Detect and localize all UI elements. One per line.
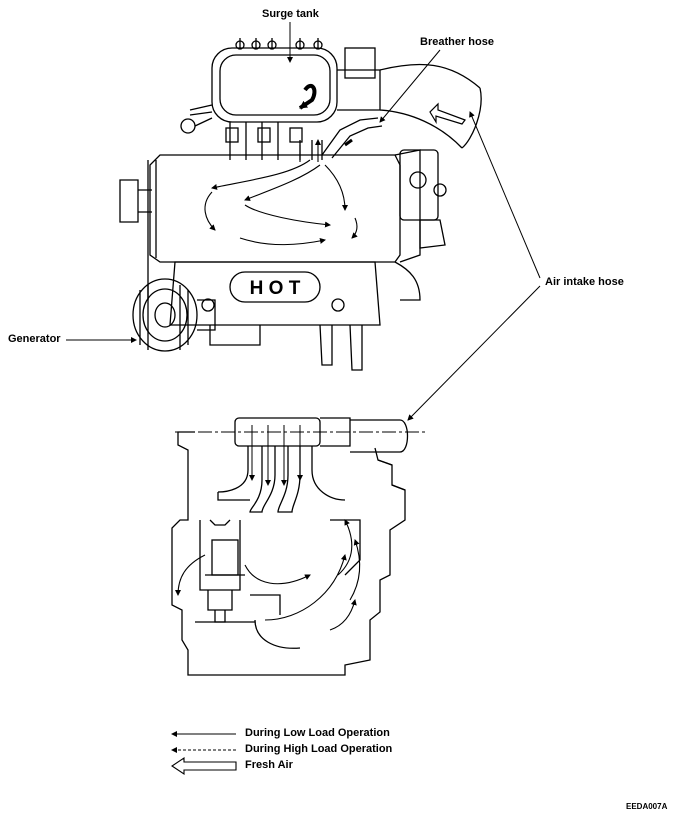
leader-lines [66, 22, 541, 421]
engine-block-outline [171, 431, 406, 676]
air-intake-hose-upper [379, 63, 482, 149]
air-intake-hose-label: Air intake hose [545, 276, 624, 288]
generator [132, 278, 216, 352]
legend-fresh-air-arrow [171, 756, 237, 776]
intake-runners-section [217, 446, 346, 513]
right-side-components [394, 149, 447, 301]
breather-hose [321, 117, 383, 159]
legend-fresh-air-label: Fresh Air [245, 759, 293, 771]
cross-section [171, 417, 425, 676]
left-bracket [119, 160, 152, 300]
breather-hose-label: Breather hose [420, 36, 494, 48]
figure-code: EEDA007A [626, 802, 668, 811]
surge-tank-label: Surge tank [262, 8, 319, 20]
engine-illustration [119, 38, 482, 371]
hot-plate-text: H O T [250, 278, 301, 299]
generator-label: Generator [8, 333, 61, 345]
valve-cover-flow [204, 140, 358, 246]
legend-high-load-label: During High Load Operation [245, 743, 393, 755]
intake-runners [225, 122, 323, 160]
runner-flow-arrows [249, 425, 303, 486]
lower-block [169, 261, 381, 371]
crankcase-flow-arrows [175, 519, 361, 631]
air-intake-hose-section [175, 417, 425, 453]
surge-tank [180, 38, 381, 134]
legend-low-load-label: During Low Load Operation [245, 727, 390, 739]
valve-cover [149, 149, 421, 263]
legend-symbols [171, 731, 237, 776]
